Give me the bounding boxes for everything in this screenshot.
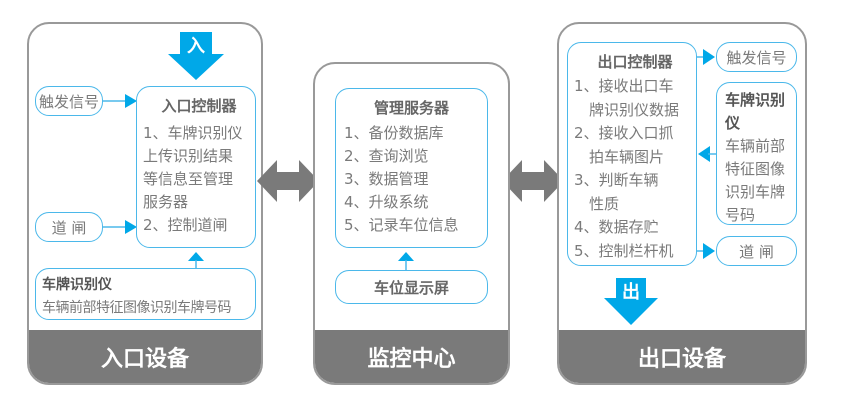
arrow-right-icon: [697, 49, 715, 65]
arrow-up-icon: [188, 252, 204, 269]
exit-lpr-desc: 车辆前部特征图像识别车牌号码: [725, 137, 786, 224]
server-box: 管理服务器 1、备份数据库 2、查询浏览 3、数据管理 4、升级系统 5、记录车…: [335, 88, 488, 248]
entrance-lpr-desc: 车辆前部特征图像识别车牌号码: [42, 300, 232, 316]
line: 上传识别结果: [143, 147, 234, 165]
arrow-left-icon: [698, 146, 716, 162]
line: 1、备份数据库: [344, 124, 444, 142]
entrance-arrow-icon: [168, 32, 224, 80]
arrow-right-icon: [103, 94, 137, 108]
line: 1、车牌识别仪: [143, 124, 243, 142]
arrow-up-icon: [398, 252, 414, 270]
line: 3、数据管理: [344, 170, 429, 188]
display-box: 车位显示屏: [335, 270, 488, 304]
exit-lpr-title: 车牌识别仪: [725, 91, 786, 132]
center-band: 监控中心: [315, 330, 508, 383]
line: 2、接收入口抓: [574, 124, 674, 142]
entrance-trigger-box: 触发信号: [35, 86, 103, 116]
entrance-gate-box: 道 闸: [35, 212, 103, 242]
exit-arrow-icon: [604, 278, 658, 325]
line: 4、升级系统: [344, 193, 429, 211]
arrow-right-icon: [103, 220, 137, 234]
entrance-lpr-box: 车牌识别仪 车辆前部特征图像识别车牌号码: [35, 268, 256, 320]
arrow-right-icon: [697, 243, 715, 259]
line: 4、数据存贮: [574, 218, 659, 236]
exit-controller-box: 出口控制器 1、接收出口车 牌识别仪数据 2、接收入口抓 拍车辆图片 3、判断车…: [567, 42, 697, 266]
exit-gate-box: 道 闸: [716, 236, 797, 266]
exit-trigger-box: 触发信号: [716, 42, 797, 72]
line: 性质: [574, 194, 620, 213]
double-arrow-icon: [257, 160, 319, 202]
line: 1、接收出口车: [574, 77, 674, 95]
line: 拍车辆图片: [574, 147, 665, 166]
double-arrow-icon: [502, 160, 564, 202]
line: 2、控制道闸: [143, 216, 228, 234]
entrance-band: 入口设备: [29, 330, 261, 383]
line: 3、判断车辆: [574, 171, 659, 189]
entrance-arrow-label: 入: [187, 36, 205, 57]
exit-arrow-label: 出: [622, 282, 640, 303]
line: 牌识别仪数据: [574, 100, 680, 119]
entrance-controller-box: 入口控制器 1、车牌识别仪 上传识别结果 等信息至管理 服务器 2、控制道闸: [136, 86, 256, 248]
entrance-lpr-title: 车牌识别仪: [42, 277, 112, 293]
exit-controller-title: 出口控制器: [597, 53, 673, 71]
server-title: 管理服务器: [373, 99, 449, 117]
line: 5、记录车位信息: [344, 216, 459, 234]
exit-band: 出口设备: [559, 330, 805, 383]
line: 5、控制栏杆机: [574, 241, 674, 260]
entrance-controller-title: 入口控制器: [161, 97, 237, 115]
line: 服务器: [143, 193, 189, 211]
exit-lpr-box: 车牌识别仪 车辆前部特征图像识别车牌号码: [716, 82, 797, 225]
line: 等信息至管理: [143, 170, 234, 188]
line: 2、查询浏览: [344, 147, 429, 165]
